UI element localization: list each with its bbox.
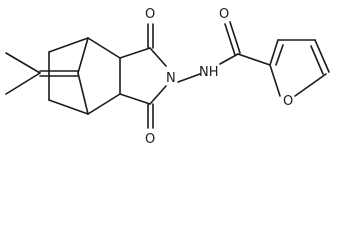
bond-carbonyl-bottom-n <box>149 85 167 105</box>
isopropylidene-group <box>5 52 79 95</box>
furan-ring <box>269 39 330 97</box>
amide-linkage <box>177 21 271 83</box>
imide-ring <box>119 23 167 129</box>
bond-carbonyl-furan <box>237 53 271 66</box>
bond-furan-c3-c2-b <box>275 44 284 66</box>
bond-bridge-down <box>77 72 89 115</box>
bond-top-bridgehead <box>87 37 121 59</box>
bond-furan-c5-c4-b <box>310 45 324 75</box>
bond-top-left <box>48 37 89 53</box>
bond-furan-c3-c2-a <box>269 39 279 66</box>
bond-amide-co-b <box>229 21 241 54</box>
atom-n-imide: N <box>166 71 176 86</box>
bond-c-carbonyl-bottom <box>119 93 151 105</box>
atom-nh-amide: NH <box>199 65 219 80</box>
bond-carbonyl-top-n <box>149 47 167 67</box>
bond-n-nh <box>177 73 201 83</box>
bond-furan-c2-o <box>269 64 281 97</box>
bond-c-carbonyl-top <box>119 47 151 59</box>
bond-bottom-bridgehead <box>87 93 121 115</box>
bond-bridge-up <box>77 37 89 74</box>
atom-o-furan: O <box>283 94 293 109</box>
bond-furan-c5-c4-a <box>314 39 330 73</box>
atom-o-imide-top: O <box>145 7 155 22</box>
bond-methyl-bottom <box>5 72 41 95</box>
molecule-structure-diagram: O O N NH O O <box>5 7 330 147</box>
bond-bottom-left <box>48 99 89 115</box>
bicyclic-core <box>48 37 121 115</box>
atom-o-imide-bottom: O <box>145 132 155 147</box>
bond-methyl-top <box>5 52 41 74</box>
atom-o-amide: O <box>219 7 229 22</box>
bond-furan-o-c5 <box>294 73 327 97</box>
bond-amide-co-a <box>224 23 236 56</box>
